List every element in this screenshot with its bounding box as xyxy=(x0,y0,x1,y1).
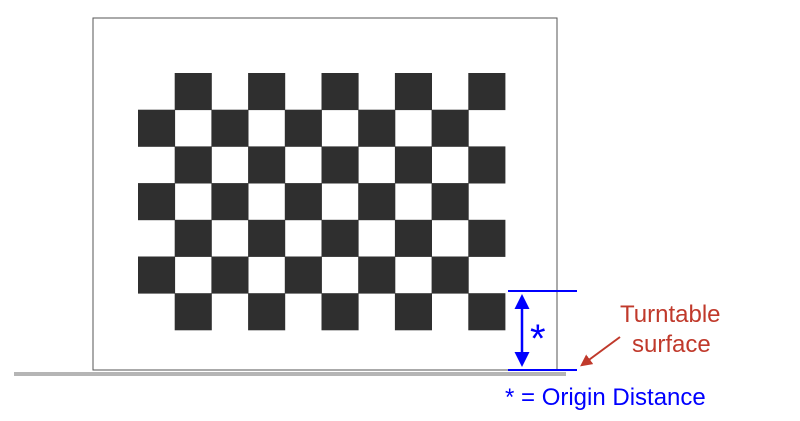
checker-square xyxy=(248,219,286,257)
checker-square xyxy=(431,183,469,221)
turntable-pointer-arrow xyxy=(580,336,621,367)
turntable-label-line2: surface xyxy=(632,331,711,358)
checker-square xyxy=(394,146,432,184)
checker-square xyxy=(174,73,212,111)
checker-square xyxy=(284,256,322,294)
checker-square xyxy=(248,73,286,111)
checker-square xyxy=(394,219,432,257)
checker-square xyxy=(284,109,322,147)
checker-square xyxy=(468,293,506,331)
checker-square xyxy=(321,219,359,257)
distance-asterisk: * xyxy=(530,317,546,361)
checker-square xyxy=(431,109,469,147)
checker-square xyxy=(468,73,506,111)
checker-square xyxy=(174,293,212,331)
checker-square xyxy=(211,183,249,221)
checker-square xyxy=(431,256,469,294)
checker-square xyxy=(321,73,359,111)
checker-square xyxy=(138,256,176,294)
checker-square xyxy=(394,293,432,331)
checker-square xyxy=(468,219,506,257)
checker-square xyxy=(138,109,176,147)
checker-square xyxy=(248,146,286,184)
checkerboard-pattern xyxy=(138,73,506,331)
checker-square xyxy=(321,293,359,331)
checker-square xyxy=(248,293,286,331)
origin-distance-legend: * = Origin Distance xyxy=(505,384,706,411)
checker-square xyxy=(211,256,249,294)
checker-square xyxy=(321,146,359,184)
checker-square xyxy=(211,109,249,147)
checker-square xyxy=(174,219,212,257)
checker-square xyxy=(358,109,396,147)
turntable-label-line1: Turntable xyxy=(620,301,721,328)
checker-square xyxy=(284,183,322,221)
checker-square xyxy=(468,146,506,184)
checker-square xyxy=(358,256,396,294)
checker-square xyxy=(394,73,432,111)
checker-square xyxy=(138,183,176,221)
checker-square xyxy=(174,146,212,184)
checker-square xyxy=(358,183,396,221)
